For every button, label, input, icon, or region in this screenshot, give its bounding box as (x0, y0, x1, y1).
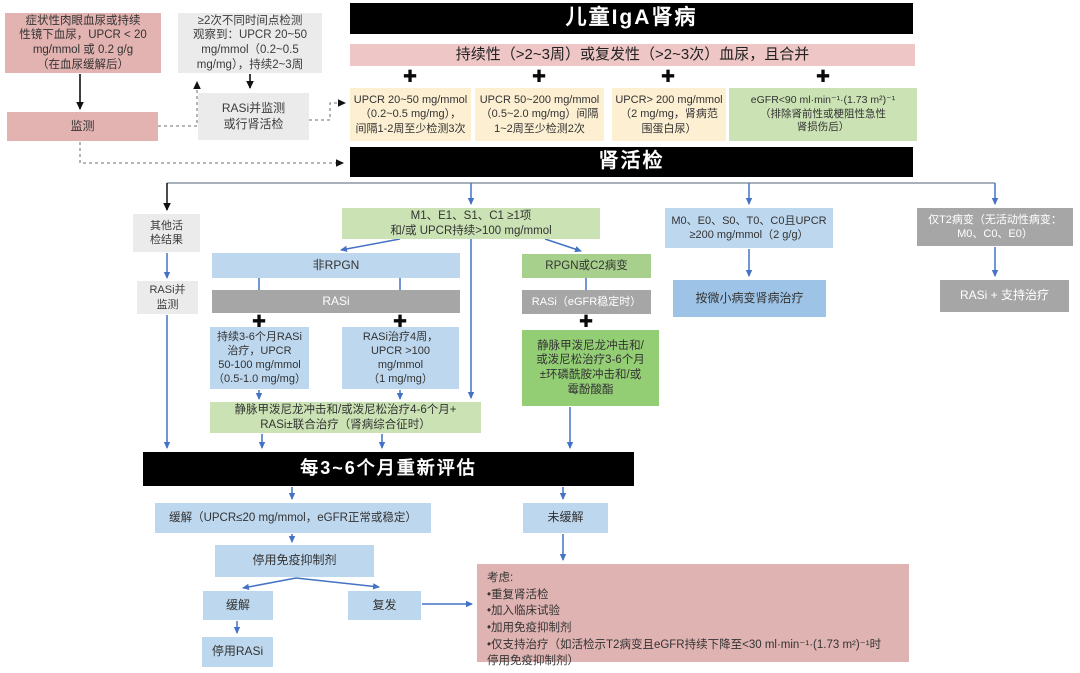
box-upcr-20-50: UPCR 20~50 mg/mmol （0.2~0.5 mg/mg）， 间隔1-… (350, 88, 471, 141)
box-rasi-4-weeks: RASi治疗4周， UPCR >100 mg/mmol （1 mg/mg） (342, 327, 459, 389)
reassess-bar: 每3~6个月重新评估 (143, 452, 634, 486)
box-rpgn-or-c2: RPGN或C2病变 (522, 254, 651, 278)
box-egfr-below-90: eGFR<90 ml·min⁻¹·(1.73 m²)⁻¹ （排除肾前性或梗阻性急… (729, 88, 917, 141)
box-monitor: 监测 (7, 112, 158, 141)
box-rasi-3-6-months: 持续3-6个月RASi 治疗，UPCR 50-100 mg/mmol （0.5-… (210, 327, 309, 389)
box-no-remission: 未缓解 (523, 503, 608, 533)
box-rasi-or-biopsy: RASi并监测 或行肾活检 (198, 93, 309, 140)
box-remission: 缓解 (203, 591, 273, 620)
plus-icon: ✚ (402, 67, 418, 86)
box-upcr-over-200: UPCR> 200 mg/mmol （2 mg/mg，肾病范 围蛋白尿） (612, 88, 726, 141)
box-upcr-50-200: UPCR 50~200 mg/mmol （0.5~2.0 mg/mg）间隔 1~… (475, 88, 604, 141)
box-t2-only: 仅T2病变（无活动性病变： M0、C0、E0） (917, 208, 1073, 246)
box-stop-rasi: 停用RASi (202, 637, 273, 667)
box-relapse: 复发 (348, 591, 421, 620)
plus-icon: ✚ (660, 67, 676, 86)
box-steroid-pulse-4-6m: 静脉甲泼尼龙冲击和/或泼尼松治疗4-6个月+ RASi±联合治疗（肾病综合征时） (210, 402, 481, 433)
box-other-biopsy-results: 其他活 检结果 (133, 214, 200, 252)
box-steroid-pulse-3-6m: 静脉甲泼尼龙冲击和/ 或泼尼松治疗3-6个月 ±环磷酰胺冲击和/或 霉酚酸酯 (522, 330, 659, 406)
plus-icon: ✚ (578, 312, 594, 331)
box-stop-immunosuppressant: 停用免疫抑制剂 (215, 545, 374, 577)
box-minimal-change-treatment: 按微小病变肾病治疗 (673, 280, 826, 317)
box-rasi-bar: RASi (212, 290, 460, 313)
title-bar: 儿童IgA肾病 (350, 3, 913, 34)
plus-icon: ✚ (251, 312, 267, 331)
plus-icon: ✚ (531, 67, 547, 86)
box-rasi-supportive: RASi + 支持治疗 (940, 280, 1069, 312)
box-repeat-detection: ≥2次不同时间点检测 观察到：UPCR 20~50 mg/mmol（0.2~0.… (178, 13, 322, 73)
box-m0-criteria: M0、E0、S0、T0、C0且UPCR ≥200 mg/mmol（2 g/g） (665, 208, 833, 248)
box-rasi-and-monitor: RASi并 监测 (137, 281, 198, 314)
box-non-rpgn: 非RPGN (212, 253, 460, 278)
dashed-connectors (79, 81, 346, 167)
box-m1-criteria: M1、E1、S1、C1 ≥1项 和/或 UPCR持续>100 mg/mmol (342, 208, 600, 239)
biopsy-bar: 肾活检 (350, 147, 913, 177)
plus-icon: ✚ (392, 312, 408, 331)
box-consider-options: 考虑: •重复肾活检 •加入临床试验 •加用免疫抑制剂 •仅支持治疗（如活检示T… (477, 564, 909, 667)
plus-icon: ✚ (815, 67, 831, 86)
box-rasi-egfr-stable: RASi（eGFR稳定时） (522, 290, 651, 314)
black-arrows (76, 74, 254, 110)
blue-arrows (163, 183, 999, 634)
box-remission-criteria: 缓解（UPCR≤20 mg/mmol，eGFR正常或稳定） (155, 503, 431, 533)
box-symptomatic-hematuria: 症状性肉眼血尿或持续 性镜下血尿，UPCR < 20 mg/mmol 或 0.2… (5, 13, 161, 73)
subtitle-bar: 持续性（>2~3周）或复发性（>2~3次）血尿，且合并 (350, 44, 915, 66)
